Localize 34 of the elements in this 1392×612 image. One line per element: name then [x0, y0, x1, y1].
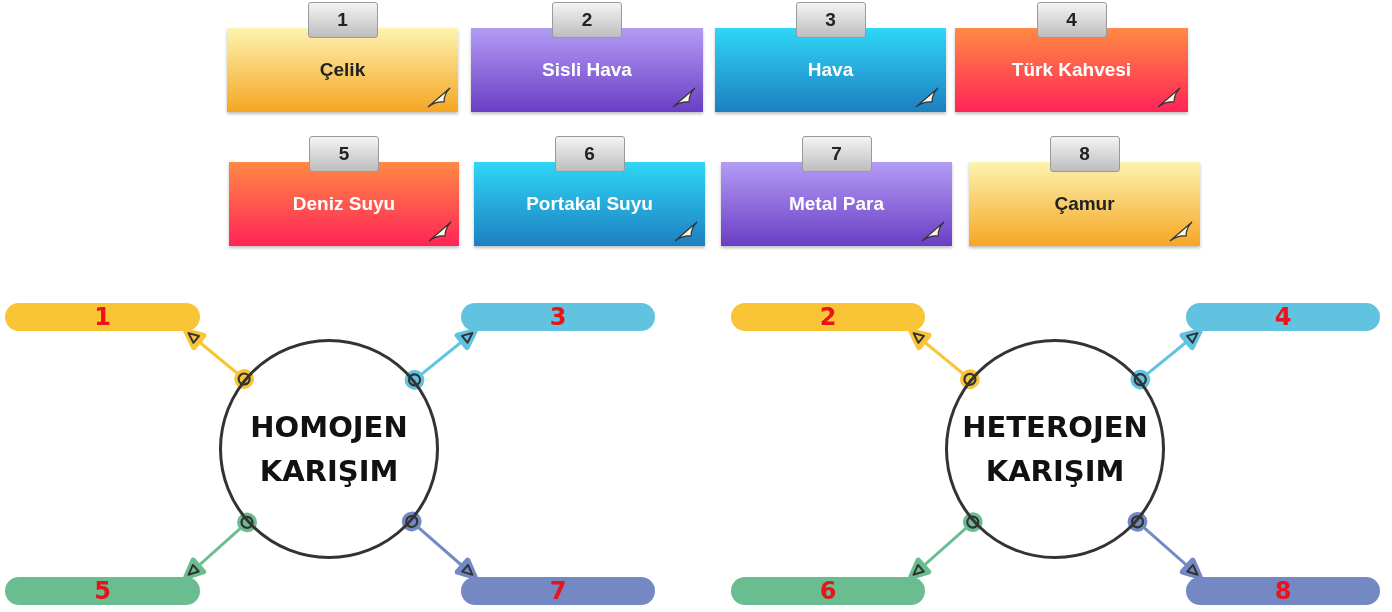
answer-bar: 1	[5, 303, 200, 331]
arrow	[183, 328, 256, 390]
arrow	[403, 328, 478, 391]
arrow	[400, 510, 478, 580]
concept-circle: HOMOJEN KARIŞIM	[219, 339, 439, 559]
number-tab: 4	[1036, 2, 1107, 38]
note-label: Çelik	[319, 59, 366, 81]
note-label: Portakal Suyu	[526, 193, 653, 215]
note-label: Deniz Suyu	[292, 193, 396, 215]
answer-bar: 6	[731, 577, 925, 605]
answer-bar: 8	[1186, 577, 1380, 605]
number-tab: 6	[554, 136, 625, 172]
answer-bar: 4	[1186, 303, 1380, 331]
answer-bar: 2	[731, 303, 925, 331]
note-label: Türk Kahvesi	[1011, 59, 1132, 81]
number-tab: 3	[795, 2, 866, 38]
arrow	[1126, 510, 1203, 580]
note-label: Çamur	[1054, 193, 1115, 215]
arrow	[183, 511, 258, 580]
note-label: Sisli Hava	[542, 59, 632, 81]
answer-bar: 7	[461, 577, 655, 605]
note-label: Hava	[807, 59, 854, 81]
number-tab: 7	[801, 136, 872, 172]
arrow	[908, 328, 981, 391]
number-tab: 8	[1049, 136, 1120, 172]
note-label: Metal Para	[788, 193, 884, 215]
arrow	[908, 511, 984, 580]
arrow	[1129, 328, 1203, 391]
number-tab: 1	[307, 2, 378, 38]
answer-bar: 5	[5, 577, 200, 605]
number-tab: 2	[552, 2, 622, 38]
number-tab: 5	[309, 136, 379, 172]
answer-bar: 3	[461, 303, 655, 331]
concept-circle: HETEROJEN KARIŞIM	[945, 339, 1165, 559]
